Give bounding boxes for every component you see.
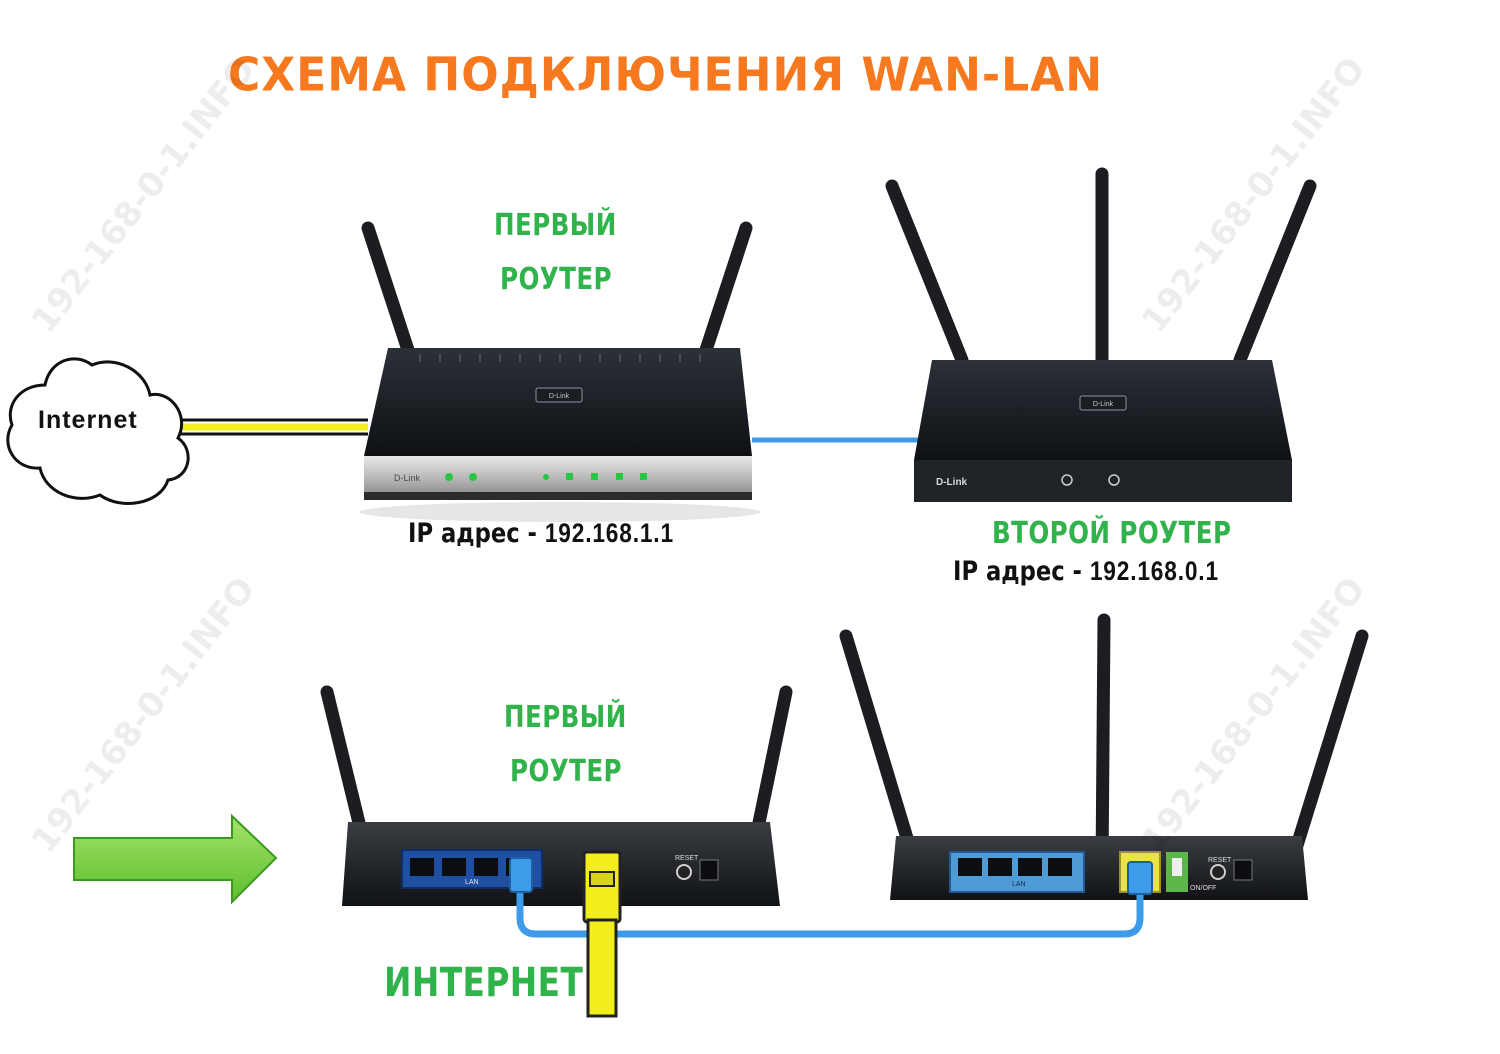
ip-value: 192.168.1.1 bbox=[544, 518, 674, 548]
bottom-first-router: LAN RESET bbox=[320, 685, 793, 906]
top-first-router: D-Link D-Link bbox=[360, 221, 760, 522]
lan-plug-right bbox=[1127, 861, 1153, 895]
top-wan-cable bbox=[180, 418, 368, 436]
router-logo-text: D-Link bbox=[1093, 401, 1114, 408]
power-icon bbox=[1061, 474, 1073, 486]
bottom-wan-cable bbox=[582, 850, 622, 1018]
svg-text:LAN: LAN bbox=[1012, 881, 1026, 888]
router-logo-badge bbox=[1079, 395, 1127, 411]
svg-text:RESET: RESET bbox=[675, 855, 699, 862]
top-first-router-ip: IP адрес - 192.168.1.1 bbox=[408, 518, 674, 549]
bottom-second-router: LAN ON/OFF RESET bbox=[839, 613, 1369, 900]
cloud-label: Internet bbox=[38, 406, 138, 434]
ip-prefix: IP адрес - bbox=[408, 518, 545, 549]
pointer-arrow bbox=[73, 813, 278, 905]
ip-prefix: IP адрес - bbox=[953, 556, 1090, 587]
bottom-first-router-label-line1: ПЕРВЫЙ bbox=[504, 700, 627, 735]
router-logo-text: D-Link bbox=[549, 393, 570, 400]
top-second-router-ip: IP адрес - 192.168.0.1 bbox=[953, 556, 1219, 587]
internet-label: ИНТЕРНЕТ bbox=[384, 960, 584, 1006]
svg-text:LAN: LAN bbox=[465, 879, 479, 886]
internet-cloud bbox=[6, 357, 190, 505]
top-second-router: D-Link D-Link bbox=[885, 167, 1317, 502]
bottom-lan-cable bbox=[516, 872, 1144, 938]
top-second-router-label: ВТОРОЙ РОУТЕР bbox=[992, 516, 1232, 551]
bottom-first-router-label-line2: РОУТЕР bbox=[510, 754, 622, 789]
router-front-brand: D-Link bbox=[936, 477, 968, 488]
lan-plug-left bbox=[509, 857, 533, 893]
power-jack bbox=[1233, 859, 1253, 881]
wps-icon bbox=[1108, 474, 1120, 486]
diagram-title: СХЕМА ПОДКЛЮЧЕНИЯ WAN-LAN bbox=[228, 48, 1104, 103]
status-leds bbox=[445, 473, 647, 481]
router-logo-badge bbox=[535, 387, 583, 403]
svg-text:ON/OFF: ON/OFF bbox=[1190, 885, 1216, 892]
router-front-brand: D-Link bbox=[394, 473, 421, 483]
reset-button bbox=[1210, 864, 1226, 880]
reset-button bbox=[676, 864, 692, 880]
power-jack bbox=[699, 859, 719, 881]
top-first-router-label-line2: РОУТЕР bbox=[500, 262, 612, 297]
svg-text:RESET: RESET bbox=[1208, 857, 1232, 864]
ip-value: 192.168.0.1 bbox=[1089, 556, 1219, 586]
top-first-router-label-line1: ПЕРВЫЙ bbox=[494, 208, 617, 243]
